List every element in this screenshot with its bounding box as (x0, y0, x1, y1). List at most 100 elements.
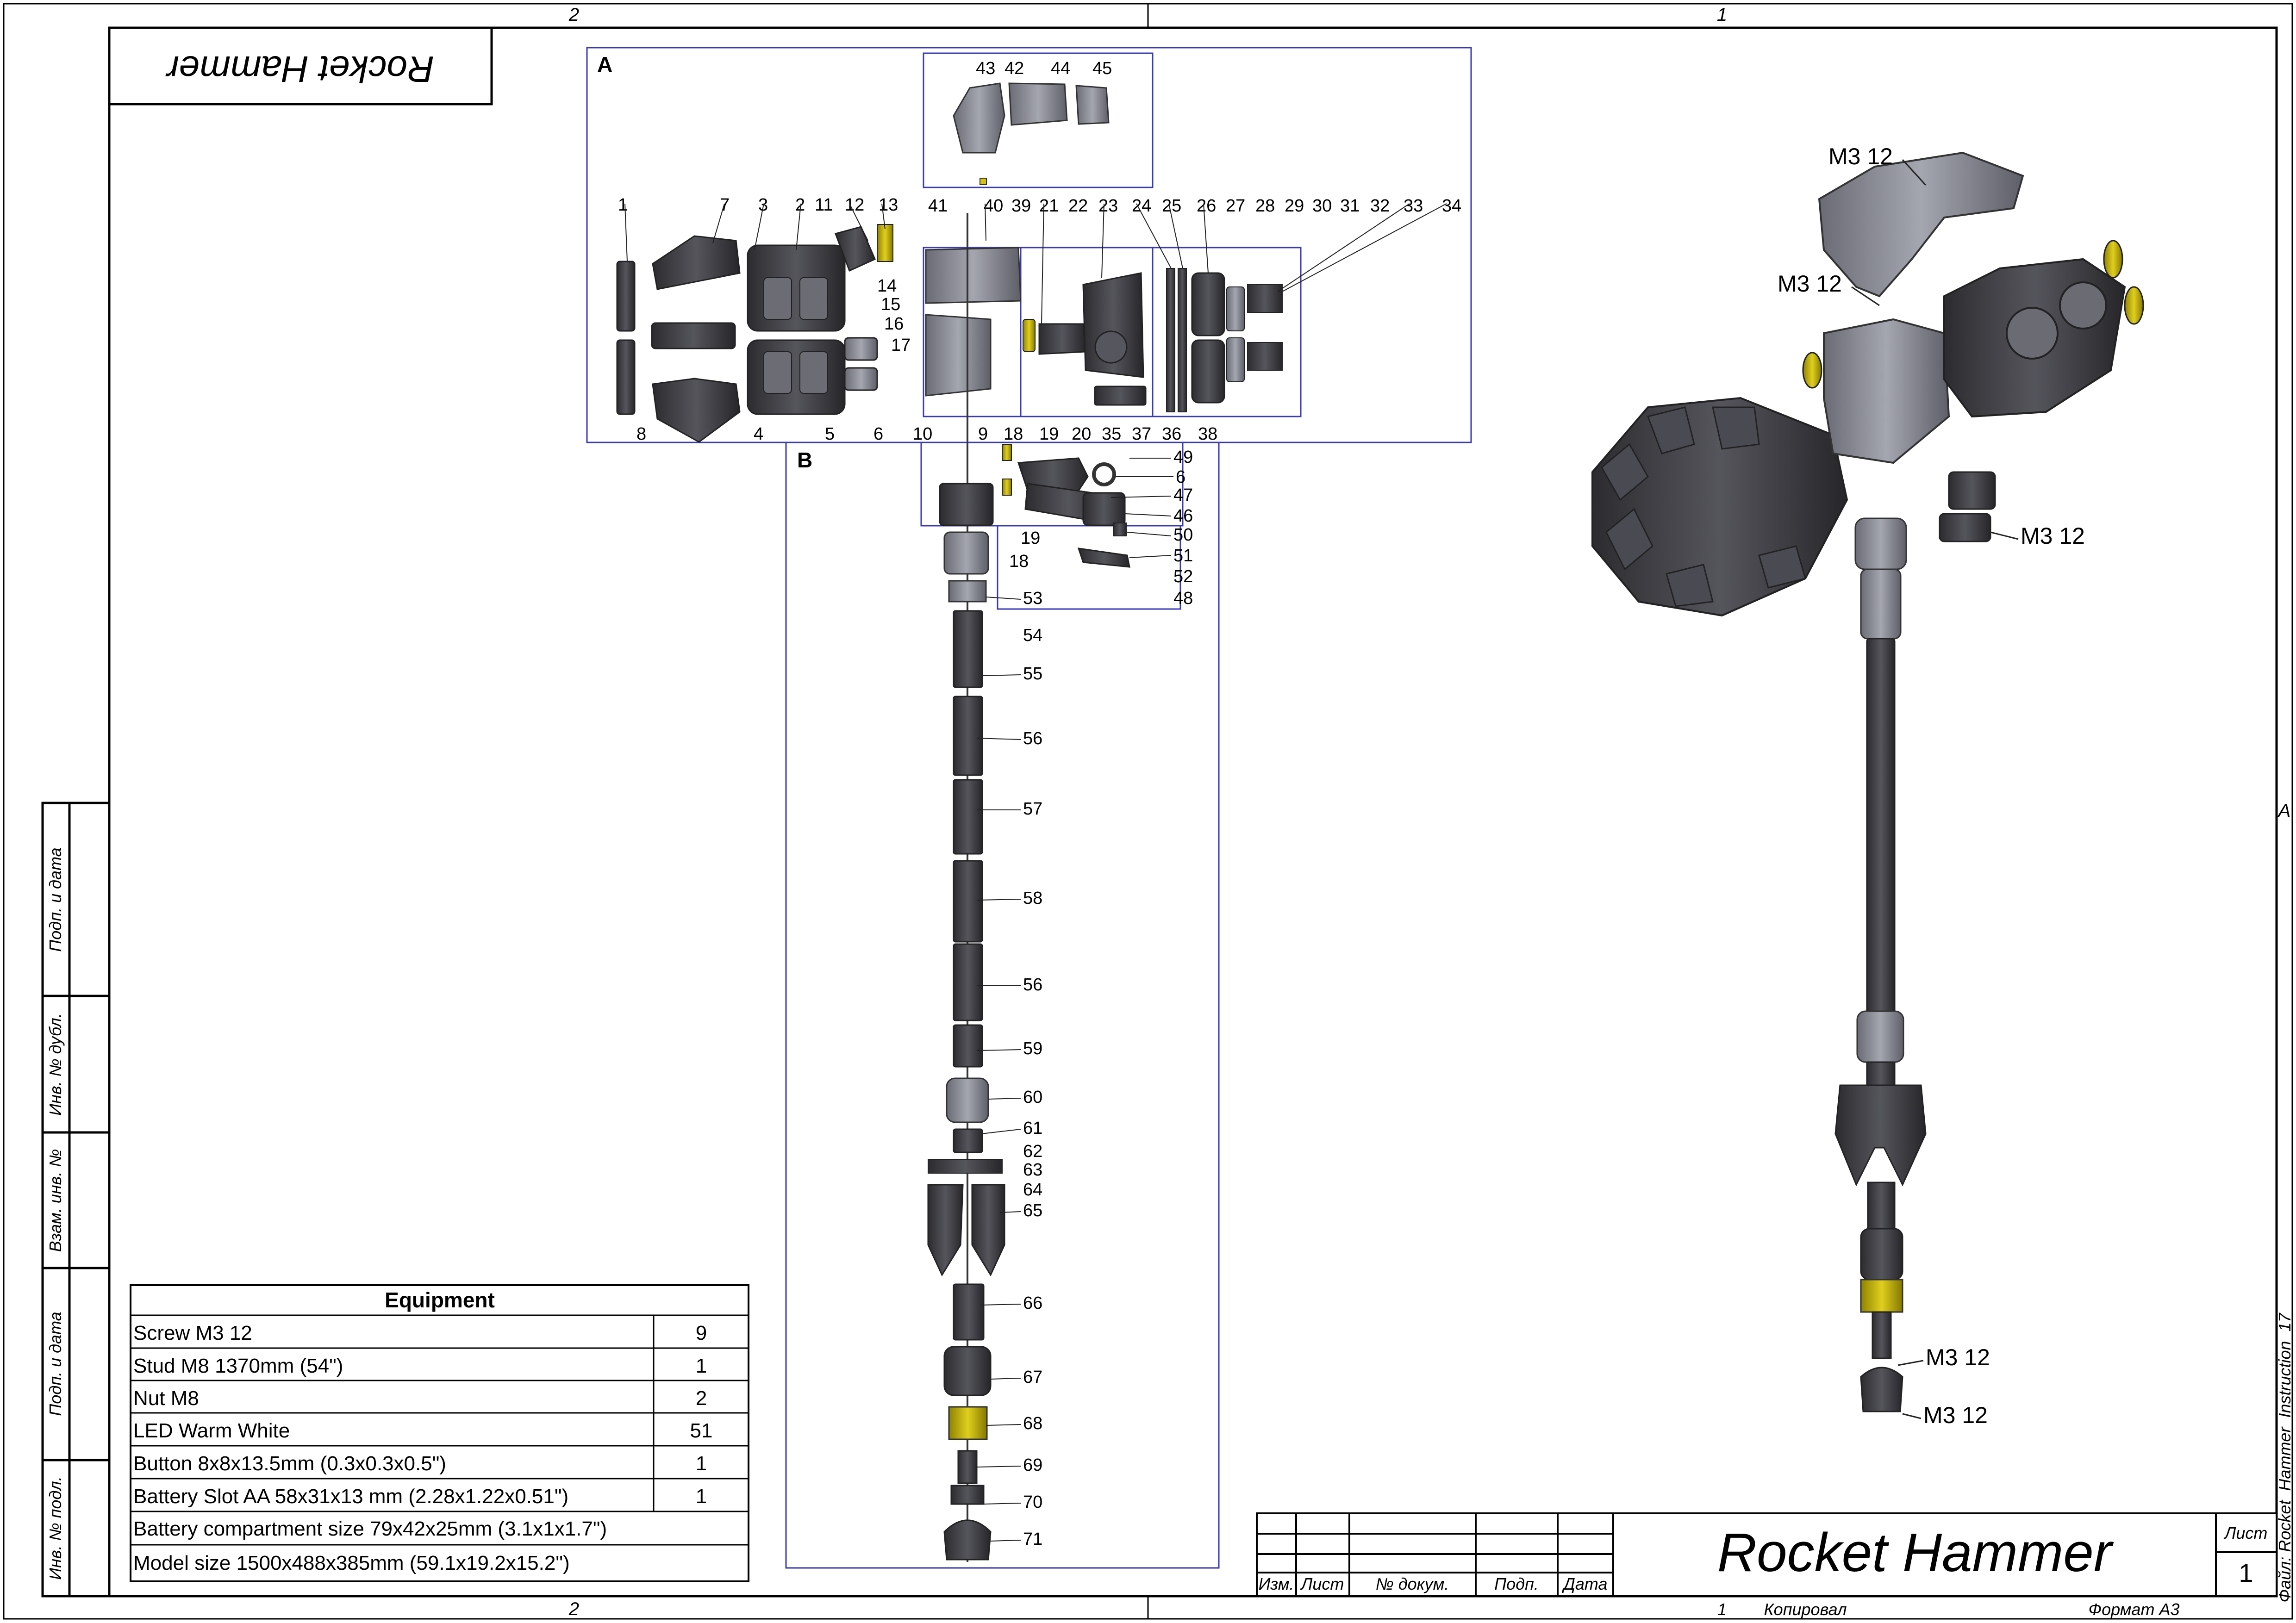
label-27: 27 (1226, 196, 1245, 216)
part-44 (1008, 82, 1068, 126)
label-12: 12 (845, 195, 864, 215)
subbox-top (923, 52, 1154, 188)
assembly-collar-top (1854, 517, 1907, 570)
callout-screw-5: M3 12 (1923, 1402, 1988, 1428)
label-b-19: 19 (1021, 529, 1040, 548)
label-b-49: 49 (1173, 448, 1193, 467)
equipment-row-4-name: LED Warm White (133, 1419, 290, 1442)
part-2 (747, 244, 846, 332)
equipment-row-6-qty: 1 (696, 1485, 707, 1508)
part-50 (1113, 522, 1127, 536)
label-b-51: 51 (1173, 546, 1193, 566)
label-17: 17 (891, 336, 911, 355)
label-34: 34 (1442, 196, 1461, 216)
part-59 (953, 1024, 983, 1068)
label-b-56b: 56 (1023, 975, 1042, 995)
equipment-title: Equipment (385, 1288, 495, 1312)
assembly-thruster-1 (2006, 307, 2059, 360)
label-b-63: 63 (1023, 1160, 1042, 1180)
assembly-head-fins (1601, 406, 1806, 607)
label-b-71: 71 (1023, 1530, 1042, 1549)
tb-col-izm: Изм. (1259, 1574, 1294, 1593)
label-b-58: 58 (1023, 889, 1042, 908)
label-b-64: 64 (1023, 1180, 1042, 1200)
side-label-5: Инв. № подл. (46, 1476, 65, 1579)
part-5 (747, 339, 846, 415)
part-35 (1094, 386, 1147, 406)
side-label-3: Взам. инв. № (46, 1149, 65, 1252)
assembly-handle-shaft (1866, 638, 1896, 1014)
label-b-54: 54 (1023, 626, 1042, 645)
tb-col-data: Дата (1562, 1574, 1608, 1593)
section-a-label: A (597, 52, 612, 76)
label-23: 23 (1098, 196, 1118, 216)
label-16: 16 (884, 314, 904, 334)
label-13: 13 (879, 195, 898, 215)
assembly-callout-leaders (1851, 159, 2019, 1419)
label-6: 6 (873, 424, 883, 444)
assembly-collar-2 (1860, 568, 1902, 640)
label-1: 1 (618, 195, 628, 215)
part-53 (943, 531, 989, 575)
part-52 (1077, 547, 1130, 568)
part-12-13-rings (877, 224, 893, 262)
label-b-70: 70 (1023, 1492, 1042, 1512)
label-30: 30 (1312, 196, 1332, 216)
label-22: 22 (1068, 196, 1088, 216)
label-10: 10 (913, 424, 932, 444)
part-9 (925, 247, 1022, 304)
label-b-56a: 56 (1023, 729, 1042, 748)
label-b-59: 59 (1023, 1039, 1042, 1058)
part-54 (948, 580, 987, 603)
label-b-47: 47 (1173, 485, 1193, 505)
label-35: 35 (1102, 424, 1121, 444)
section-b-frame (785, 442, 1220, 1569)
part-42 (980, 178, 987, 185)
label-b-55: 55 (1023, 664, 1042, 684)
equipment-note-1: Battery compartment size 79x42x25mm (3.1… (133, 1517, 607, 1540)
title-block (1256, 1512, 2277, 1597)
assembly-core (1823, 318, 1950, 464)
part-19-leds (1002, 444, 1012, 461)
equipment-rows: Screw M3 12 9 Stud M8 1370mm (54") 1 Nut… (133, 1322, 712, 1574)
assembly-view (1591, 151, 2144, 1412)
assembly-handle-lower (1866, 1061, 1896, 1086)
equipment-row-4-qty: 51 (690, 1419, 713, 1442)
part-shaft-top (939, 483, 994, 526)
assembly-handle-bottom (1867, 1181, 1896, 1230)
part-1-lower (616, 339, 636, 415)
part-mid-bar (651, 322, 736, 349)
tb-sheet-label: Лист (2224, 1524, 2268, 1542)
assembly-led-ring-1 (2103, 240, 2123, 279)
equipment-row-1-qty: 9 (696, 1322, 707, 1344)
part-6-lower (844, 367, 878, 391)
assembly-led-band (1860, 1279, 1903, 1313)
part-65-left (927, 1184, 964, 1277)
part-58 (953, 860, 983, 943)
assembly-thruster-2 (2059, 281, 2107, 330)
label-37: 37 (1132, 424, 1151, 444)
equipment-row-6-name: Battery Slot AA 58x31x13 mm (2.28x1.22x0… (133, 1485, 568, 1508)
label-4: 4 (754, 424, 763, 444)
zone-label-bottom-left: 2 (568, 1599, 579, 1619)
label-19: 19 (1039, 424, 1059, 444)
label-b-57: 57 (1023, 799, 1042, 819)
side-stamp-column (41, 802, 111, 1598)
label-b-48: 48 (1173, 589, 1193, 608)
label-b-60: 60 (1023, 1088, 1042, 1107)
section-a-leaders (624, 203, 1447, 324)
label-21: 21 (1039, 196, 1059, 216)
equipment-table: Equipment (130, 1284, 749, 1582)
tb-col-list: Лист (1300, 1574, 1344, 1593)
tb-format: Формат А3 (2089, 1600, 2180, 1619)
callout-screw-3: M3 12 (2021, 523, 2085, 549)
equipment-row-5-name: Button 8x8x13.5mm (0.3x0.3x0.5") (133, 1452, 446, 1475)
part-61 (953, 1128, 983, 1153)
tb-bottom-number: 1 (1717, 1600, 1727, 1619)
zone-label-side: A (2277, 801, 2291, 821)
part-11 (835, 226, 876, 272)
label-43: 43 (976, 59, 995, 78)
label-b-62: 62 (1023, 1142, 1042, 1161)
label-7: 7 (720, 195, 730, 215)
